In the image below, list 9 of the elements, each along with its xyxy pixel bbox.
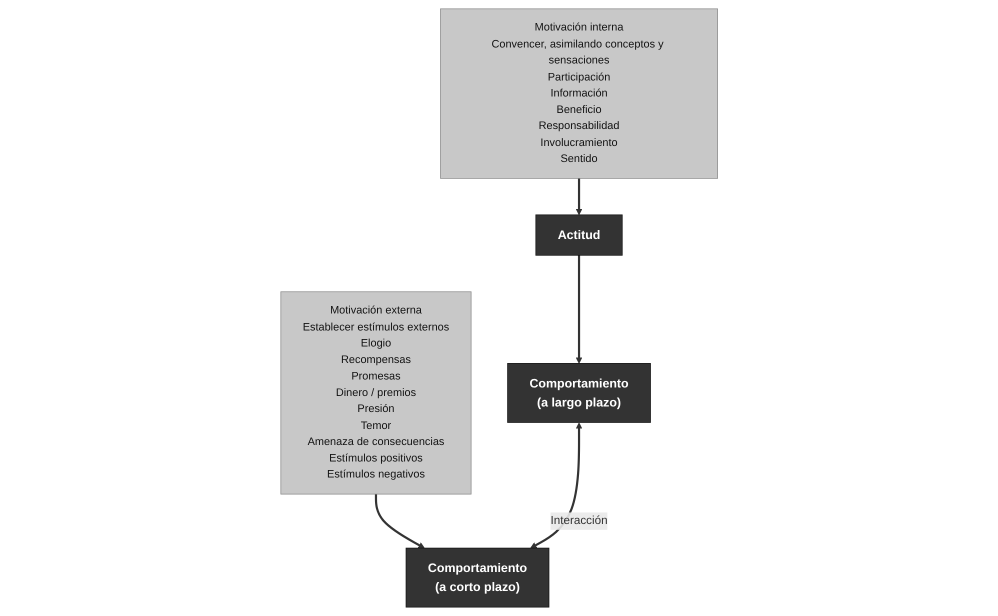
arrow	[374, 494, 425, 548]
edge-label: Interacción	[550, 514, 608, 527]
arrow	[576, 255, 582, 364]
node-box: Actitud	[535, 214, 622, 256]
node-box: Comportamiento (a largo plazo)	[507, 363, 651, 423]
node-box: Motivación interna Convencer, asimilando conceptos y sensaciones Participación Información Beneficio Responsabilidad Involucramiento Sentido	[440, 8, 718, 179]
arrow	[576, 178, 582, 216]
node-box: Motivación externa Establecer estímulos externos Elogio Recompensas Promesas Dinero / premios Presión Temor Amenaza de consecuencias Estímulos positivos Estímulos negativos	[280, 291, 472, 494]
node-box: Comportamiento (a corto plazo)	[405, 548, 550, 608]
